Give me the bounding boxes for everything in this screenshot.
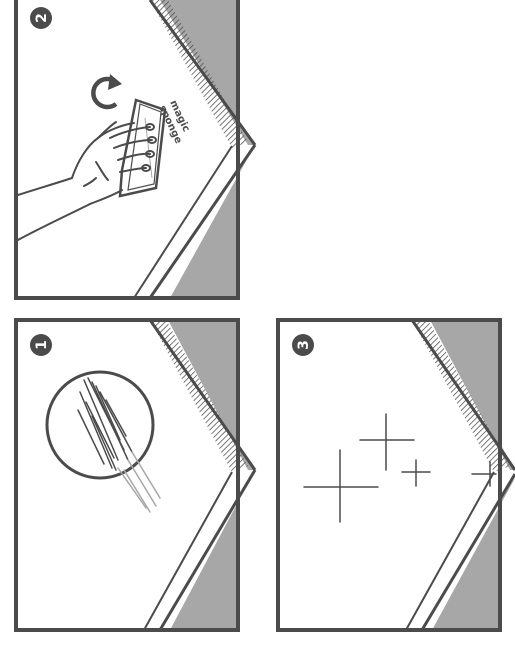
magnifier-circle-icon xyxy=(47,372,153,478)
panel-step-3: 3 xyxy=(278,320,515,630)
panel-3-glass-upper xyxy=(430,320,515,470)
rotate-arrow-icon xyxy=(93,74,122,107)
sparkle-icon-small xyxy=(402,460,430,486)
sparkle-icon xyxy=(304,450,378,522)
panel-step-2: 2 magic sponge xyxy=(16,0,255,298)
panel-1-glass-upper xyxy=(168,320,255,470)
sparkle-icon-medium xyxy=(360,414,414,470)
panel-2-step-number: 2 xyxy=(34,13,50,23)
sponge-icon xyxy=(120,100,165,196)
panel-step-1: 1 xyxy=(16,320,255,630)
panel-3-step-number: 3 xyxy=(296,340,312,350)
panel-1-step-number: 1 xyxy=(34,340,50,350)
panel-3-glass-lower xyxy=(432,478,515,630)
